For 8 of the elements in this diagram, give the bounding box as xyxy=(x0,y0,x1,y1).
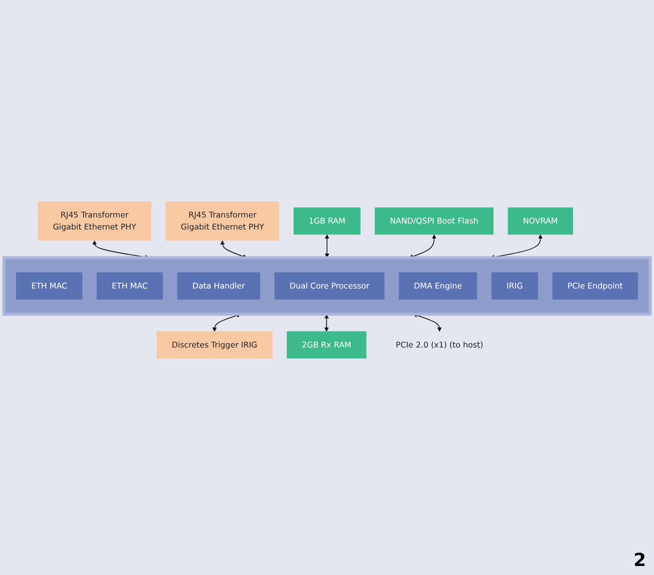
cluster xyxy=(2,256,652,316)
arrow xyxy=(324,314,329,332)
arrow xyxy=(212,313,241,332)
arrow xyxy=(413,313,442,332)
page-number: 2 xyxy=(633,550,646,571)
arrow xyxy=(408,234,436,258)
arrow xyxy=(220,240,248,258)
arrow xyxy=(324,234,330,258)
